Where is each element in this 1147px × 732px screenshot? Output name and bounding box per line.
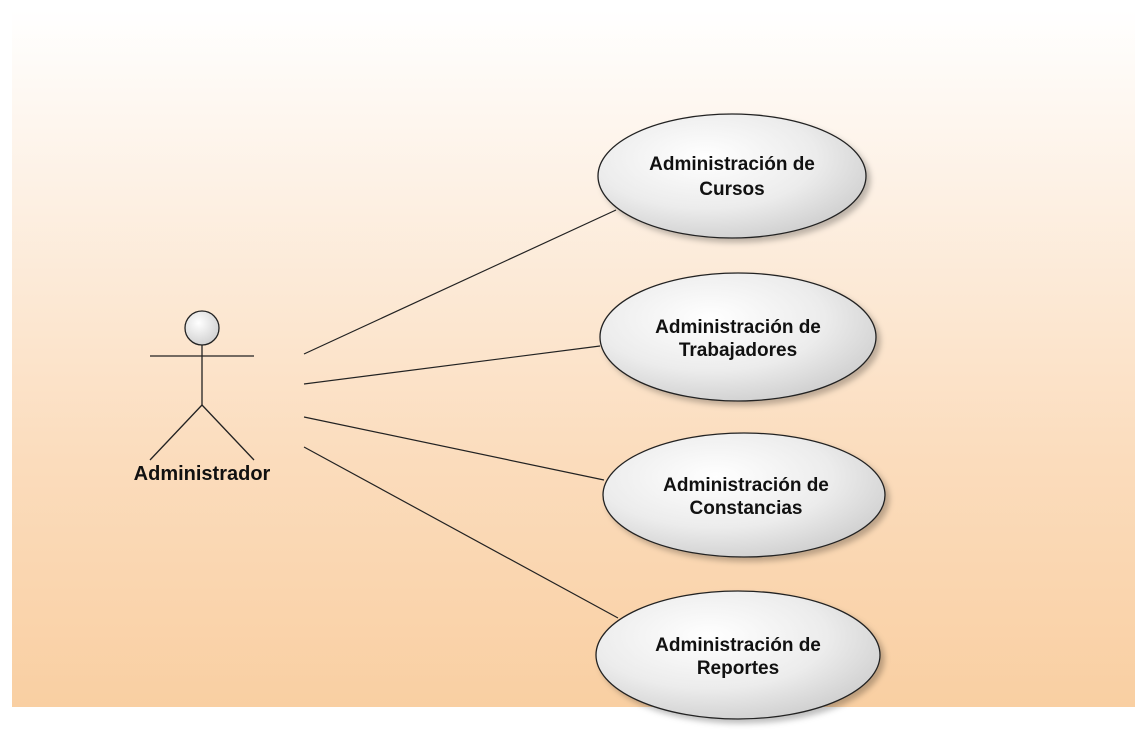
actor-head	[184, 310, 220, 346]
association-line-trabajadores[interactable]	[303, 345, 601, 385]
actor-administrador[interactable]	[149, 310, 255, 461]
use-case-trabajadores[interactable]: Administración de Trabajadores	[599, 272, 877, 402]
use-case-label-line1: Administración de	[649, 154, 815, 175]
association-line-constancias[interactable]	[303, 416, 605, 481]
use-case-label-line1: Administración de	[655, 317, 821, 338]
use-case-cursos[interactable]: Administración de Cursos	[597, 113, 867, 239]
actor-label: Administrador	[134, 463, 271, 485]
use-case-reportes[interactable]: Administración de Reportes	[595, 590, 881, 720]
use-case-ellipse	[595, 590, 881, 720]
diagram-canvas	[12, 10, 1135, 707]
actor-right-leg	[201, 404, 255, 461]
use-case-label-line1: Administración de	[663, 475, 829, 496]
use-case-label-line1: Administración de	[655, 635, 821, 656]
use-case-ellipse	[597, 113, 867, 239]
use-case-label-line2: Trabajadores	[679, 340, 797, 361]
associations	[303, 209, 619, 619]
use-case-label-line2: Reportes	[697, 658, 779, 679]
association-line-reportes[interactable]	[303, 446, 619, 619]
actor-left-leg	[149, 404, 203, 461]
use-case-constancias[interactable]: Administración de Constancias	[602, 432, 886, 558]
use-case-label-line2: Constancias	[690, 498, 803, 519]
use-case-label-line2: Cursos	[699, 179, 764, 200]
use-case-ellipse	[599, 272, 877, 402]
association-line-cursos[interactable]	[303, 209, 617, 355]
use-case-ellipse	[602, 432, 886, 558]
